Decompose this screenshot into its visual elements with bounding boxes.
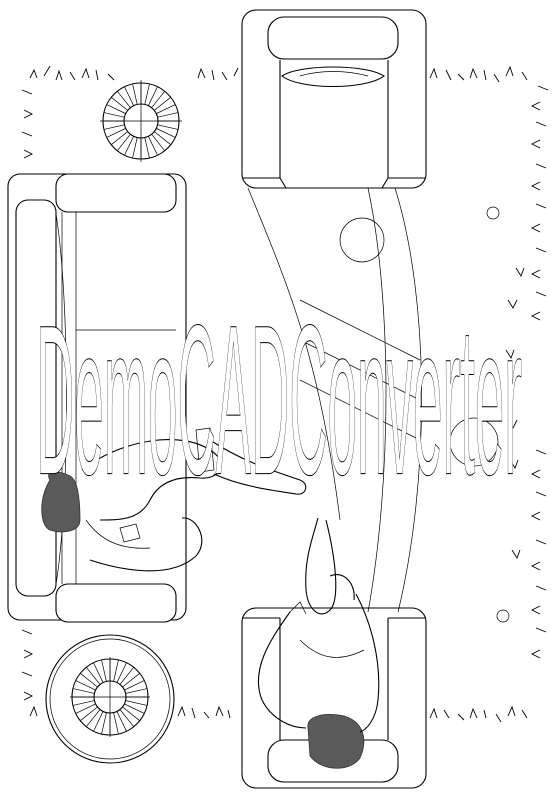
person-seated-left: [41, 427, 307, 572]
rug-fringe-border: [21, 65, 549, 723]
side-table-bottom-left: [45, 634, 175, 764]
room-reference-arcs: [247, 187, 510, 623]
watermark: DemoCADConverter: [36, 280, 522, 519]
side-table-top-left: [100, 80, 182, 162]
watermark-text: DemoCADConverter: [36, 280, 522, 519]
armchair-top: [241, 9, 427, 189]
person-seated-bottom: [257, 517, 380, 769]
